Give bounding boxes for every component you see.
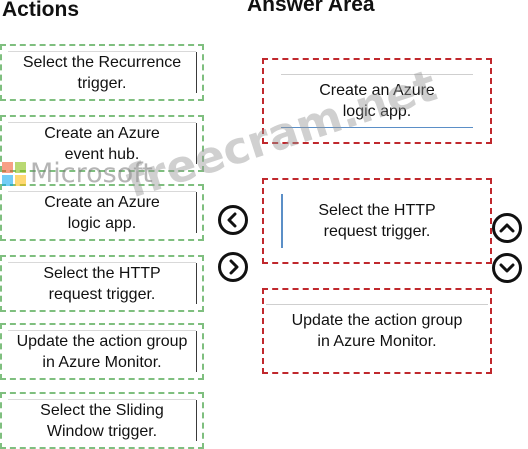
answer-label-line1: Select the HTTP: [318, 202, 436, 219]
chevron-down-icon: [499, 263, 515, 273]
action-item-label: Select the HTTP request trigger.: [35, 263, 168, 305]
card-edge: [196, 192, 197, 233]
move-down-button[interactable]: [492, 253, 522, 283]
actions-heading: Actions: [2, 0, 80, 21]
action-item-event-hub[interactable]: Create an Azure event hub.: [0, 115, 204, 172]
chevron-up-icon: [499, 223, 515, 233]
action-label-line1: Select the HTTP: [43, 264, 161, 282]
action-label-line1: Update the action group: [16, 332, 188, 350]
chevron-right-icon: [229, 259, 239, 275]
action-item-label: Update the action group in Azure Monitor…: [9, 331, 196, 373]
answer-label-line1: Create an Azure: [319, 82, 435, 99]
card-divider: [281, 194, 283, 248]
card-divider: [8, 262, 196, 263]
action-label-line2: Window trigger.: [46, 422, 158, 440]
card-divider: [281, 74, 473, 75]
card-divider: [281, 127, 473, 128]
move-right-button[interactable]: [218, 252, 248, 282]
action-item-label: Create an Azure event hub.: [36, 123, 168, 165]
action-label-line1: Create an Azure: [44, 193, 160, 211]
card-divider: [8, 399, 196, 400]
action-item-label: Create an Azure logic app.: [36, 192, 168, 234]
card-divider: [8, 330, 196, 331]
card-divider: [8, 51, 196, 52]
action-item-http-trigger[interactable]: Select the HTTP request trigger.: [0, 255, 204, 312]
move-left-button[interactable]: [218, 205, 248, 235]
move-up-button[interactable]: [492, 213, 522, 243]
chevron-left-icon: [227, 212, 237, 228]
answer-card[interactable]: Select the HTTP request trigger.: [281, 194, 473, 248]
answer-area-heading: Answer Area: [247, 0, 375, 16]
action-label-line2: in Azure Monitor.: [42, 353, 162, 371]
card-divider: [8, 122, 196, 123]
action-label-line1: Select the Recurrence: [22, 53, 182, 71]
answer-card[interactable]: Create an Azure logic app.: [281, 74, 473, 128]
action-label-line1: Create an Azure: [44, 124, 160, 142]
answer-label-line2: request trigger.: [323, 223, 431, 240]
action-label-line2: logic app.: [67, 214, 137, 232]
answer-label-line2: logic app.: [342, 103, 412, 120]
action-label-line2: request trigger.: [48, 285, 156, 303]
card-divider: [8, 191, 196, 192]
action-item-logic-app[interactable]: Create an Azure logic app.: [0, 184, 204, 241]
card-edge: [196, 52, 197, 93]
answer-slot-3[interactable]: Update the action group in Azure Monitor…: [262, 288, 492, 374]
action-item-update-action-group[interactable]: Update the action group in Azure Monitor…: [0, 323, 204, 380]
action-item-label: Select the Sliding Window trigger.: [32, 400, 172, 442]
answer-slot-1[interactable]: Create an Azure logic app.: [262, 58, 492, 144]
answer-label-line1: Update the action group: [291, 312, 463, 329]
card-edge: [196, 400, 197, 441]
action-item-label: Select the Recurrence trigger.: [15, 52, 189, 94]
answer-card[interactable]: Update the action group in Azure Monitor…: [266, 304, 488, 358]
action-item-recurrence-trigger[interactable]: Select the Recurrence trigger.: [0, 44, 204, 101]
card-edge: [196, 331, 197, 372]
card-edge: [196, 263, 197, 304]
action-label-line1: Select the Sliding: [40, 401, 164, 419]
answer-slot-2[interactable]: Select the HTTP request trigger.: [262, 178, 492, 264]
action-label-line2: trigger.: [77, 74, 127, 92]
action-label-line2: event hub.: [64, 145, 140, 163]
card-edge: [196, 123, 197, 164]
action-item-sliding-window[interactable]: Select the Sliding Window trigger.: [0, 392, 204, 449]
card-divider: [266, 304, 488, 305]
answer-label-line2: in Azure Monitor.: [317, 333, 437, 350]
